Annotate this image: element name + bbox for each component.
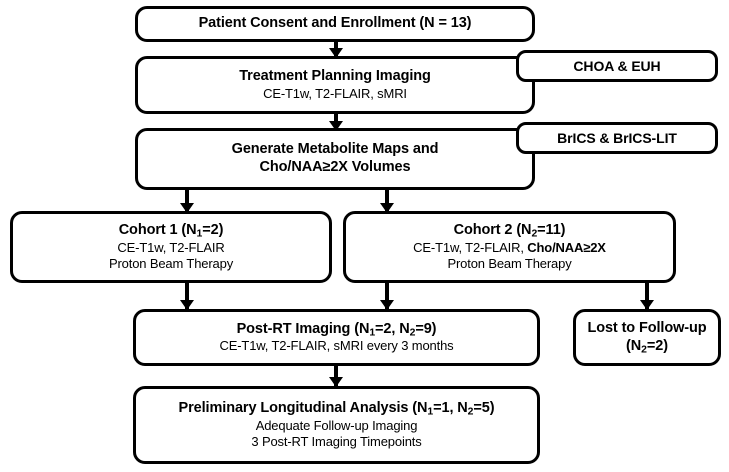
node-preliminary-subscript-2: 2: [467, 406, 474, 418]
node-cohort-1-subscript: 1: [196, 228, 203, 240]
node-cohort-2-detail-2: Proton Beam Therapy: [447, 255, 572, 271]
side-label-choa-euh[interactable]: CHOA & EUH: [516, 50, 718, 82]
node-lost-to-follow-up-title: Lost to Follow-up: [587, 319, 707, 336]
node-treatment-planning-detail: CE-T1w, T2-FLAIR, sMRI: [263, 85, 407, 101]
node-preliminary-analysis[interactable]: Preliminary Longitudinal Analysis (N1=1,…: [133, 386, 540, 464]
node-cohort-1[interactable]: Cohort 1 (N1=2) CE-T1w, T2-FLAIR Proton …: [10, 211, 332, 283]
arrowhead-cohort2-to-postrt: [380, 300, 394, 310]
node-lost-to-follow-up-count: (N2=2): [626, 337, 668, 355]
node-cohort-2-title: Cohort 2 (N2=11): [453, 222, 566, 240]
node-post-rt-imaging-detail: CE-T1w, T2-FLAIR, sMRI every 3 months: [219, 338, 454, 354]
side-label-choa-euh-text: CHOA & EUH: [573, 58, 661, 74]
node-post-rt-imaging[interactable]: Post-RT Imaging (N1=2, N2=9) CE-T1w, T2-…: [133, 309, 540, 366]
arrowhead-postrt-to-preliminary: [329, 377, 343, 387]
node-metabolite-maps[interactable]: Generate Metabolite Maps and Cho/NAA≥2X …: [135, 128, 535, 190]
node-preliminary-subscript-1: 1: [427, 406, 434, 418]
node-cohort-2-detail-1-emphasis: Cho/NAA≥2X: [527, 239, 606, 255]
node-lost-subscript: 2: [641, 343, 647, 355]
connector-metabolite-to-cohort2: [385, 189, 389, 211]
node-cohort-2[interactable]: Cohort 2 (N2=11) CE-T1w, T2-FLAIR, Cho/N…: [343, 211, 676, 283]
side-label-brics-text: BrICS & BrICS-LIT: [557, 130, 677, 146]
arrowhead-metabolite-to-cohort1: [180, 203, 194, 213]
node-patient-consent-title: Patient Consent and Enrollment (N = 13): [198, 15, 472, 32]
node-treatment-planning[interactable]: Treatment Planning Imaging CE-T1w, T2-FL…: [135, 56, 535, 114]
arrowhead-cohort1-to-postrt: [180, 300, 194, 310]
connector-metabolite-to-cohort1: [185, 189, 189, 211]
arrowhead-metabolite-to-cohort2: [380, 203, 394, 213]
node-post-rt-subscript-2: 2: [409, 326, 416, 338]
node-lost-to-follow-up[interactable]: Lost to Follow-up (N2=2): [573, 309, 721, 366]
node-preliminary-analysis-title: Preliminary Longitudinal Analysis (N1=1,…: [178, 400, 495, 418]
node-cohort-2-subscript: 2: [531, 228, 538, 240]
node-metabolite-maps-title-line2: Cho/NAA≥2X Volumes: [259, 159, 411, 175]
node-cohort-2-detail-1: CE-T1w, T2-FLAIR, Cho/NAA≥2X: [413, 239, 606, 255]
node-metabolite-maps-title-line1: Generate Metabolite Maps and: [231, 141, 439, 158]
node-cohort-1-title: Cohort 1 (N1=2): [118, 222, 224, 240]
node-preliminary-analysis-detail-1: Adequate Follow-up Imaging: [255, 417, 418, 433]
node-treatment-planning-title: Treatment Planning Imaging: [239, 68, 431, 85]
arrowhead-treatment-to-metabolite: [329, 121, 343, 131]
node-post-rt-subscript-1: 1: [369, 326, 376, 338]
connector-cohort1-to-postrt: [185, 283, 189, 309]
arrowhead-consent-to-treatment: [329, 48, 343, 58]
node-preliminary-analysis-detail-2: 3 Post-RT Imaging Timepoints: [251, 433, 422, 449]
arrowhead-cohort2-to-lost: [640, 300, 654, 310]
node-post-rt-imaging-title: Post-RT Imaging (N1=2, N2=9): [236, 320, 437, 338]
node-cohort-1-detail-1: CE-T1w, T2-FLAIR: [117, 239, 225, 255]
connector-cohort2-to-postrt: [385, 283, 389, 309]
connector-postrt-to-preliminary: [334, 366, 338, 386]
side-label-brics[interactable]: BrICS & BrICS-LIT: [516, 122, 718, 154]
node-cohort-1-detail-2: Proton Beam Therapy: [108, 255, 234, 271]
connector-cohort2-to-lost: [645, 283, 649, 309]
node-patient-consent[interactable]: Patient Consent and Enrollment (N = 13): [135, 6, 535, 42]
